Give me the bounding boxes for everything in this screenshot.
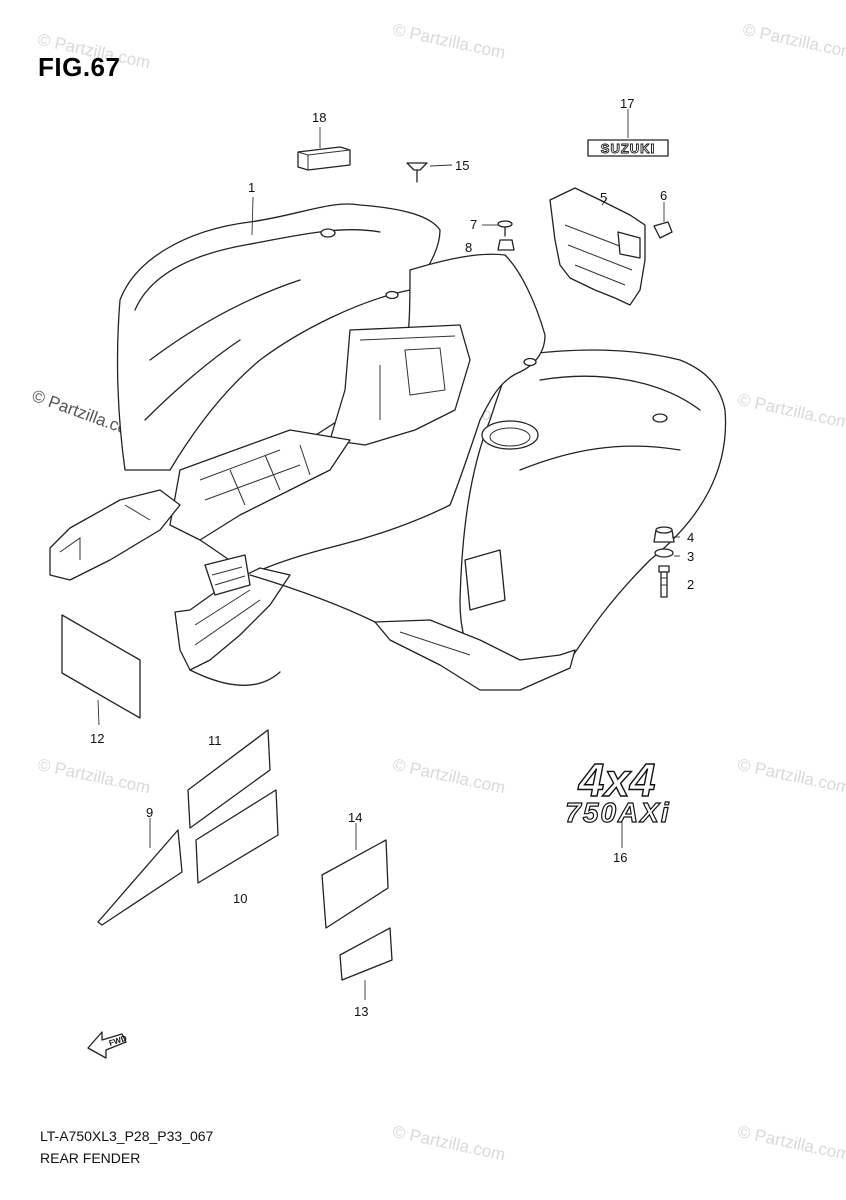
decal-part-14[interactable] (321, 839, 389, 929)
suzuki-emblem-part-17[interactable]: SUZUKI (587, 139, 669, 157)
bolt-part-2[interactable] (658, 565, 670, 598)
figure-title: FIG.67 (38, 52, 121, 82)
clip-part-6[interactable] (653, 221, 673, 239)
rear-fender-part-1[interactable] (49, 203, 727, 691)
callout-6[interactable]: 6 (660, 188, 668, 203)
callout-8[interactable]: 8 (465, 240, 473, 255)
callout-13[interactable]: 13 (354, 1004, 369, 1019)
nut-part-8[interactable] (497, 239, 515, 251)
callout-4[interactable]: 4 (687, 530, 695, 545)
callout-15[interactable]: 15 (455, 158, 470, 173)
block-part-18[interactable] (297, 146, 351, 171)
rivet-part-15[interactable] (406, 162, 428, 183)
model-emblem-part-16[interactable]: 4x4 750AXi (565, 753, 670, 828)
callout-16[interactable]: 16 (613, 850, 628, 865)
suzuki-emblem-text: SUZUKI (601, 141, 655, 156)
callout-14[interactable]: 14 (348, 810, 363, 825)
model-code: LT-A750XL3_P28_P33_067 (40, 1128, 214, 1144)
callout-11[interactable]: 11 (208, 733, 222, 748)
callout-18[interactable]: 18 (312, 110, 327, 125)
decal-part-13[interactable] (339, 927, 393, 981)
decal-part-10[interactable] (195, 789, 279, 884)
callout-5[interactable]: 5 (600, 190, 608, 205)
decal-part-12[interactable] (61, 614, 141, 719)
decal-part-9[interactable] (97, 829, 183, 926)
cushion-part-4[interactable] (653, 526, 675, 543)
washer-part-3[interactable] (654, 548, 674, 558)
screw-part-7[interactable] (497, 220, 513, 237)
callout-7[interactable]: 7 (470, 217, 478, 232)
emblem-4x4-text: 4x4 (578, 754, 656, 806)
callout-2[interactable]: 2 (687, 577, 695, 592)
callout-9[interactable]: 9 (146, 805, 154, 820)
callout-10[interactable]: 10 (233, 891, 248, 906)
leader-lines (97, 109, 680, 1000)
callout-17[interactable]: 17 (620, 96, 635, 111)
bracket-part-5[interactable] (549, 187, 646, 306)
callout-3[interactable]: 3 (687, 549, 695, 564)
emblem-750axi-text: 750AXi (565, 797, 670, 828)
decal-part-11[interactable] (187, 729, 271, 829)
section-name: REAR FENDER (40, 1150, 141, 1166)
callout-12[interactable]: 12 (90, 731, 105, 746)
forward-arrow-icon: FWD (87, 1031, 128, 1059)
callout-1[interactable]: 1 (248, 180, 256, 195)
